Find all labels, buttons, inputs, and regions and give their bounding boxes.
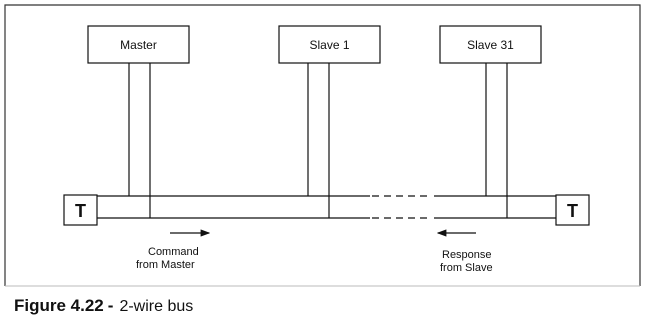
diagram-frame: [4, 4, 641, 286]
command-label-line2: from Master: [136, 259, 195, 271]
terminator-left: T: [63, 194, 98, 226]
terminator-right-label: T: [567, 201, 578, 221]
figure-caption: Figure 4.22-2-wire bus: [14, 296, 193, 316]
response-label-line2: from Slave: [440, 262, 493, 274]
slave31-node: Slave 31: [439, 25, 542, 64]
slave1-node: Slave 1: [278, 25, 381, 64]
command-label-line1: Command: [148, 246, 199, 258]
drop-lines: [128, 63, 508, 218]
terminator-right: T: [555, 194, 590, 226]
slave1-label: Slave 1: [309, 38, 349, 52]
figure-number: Figure 4.22: [14, 296, 104, 315]
figure-separator: -: [107, 296, 114, 315]
master-label: Master: [120, 38, 157, 52]
response-label-line1: Response: [442, 249, 492, 261]
master-node: Master: [87, 25, 190, 64]
figure-title: 2-wire bus: [119, 298, 194, 315]
terminator-left-label: T: [75, 201, 86, 221]
slave31-label: Slave 31: [467, 38, 514, 52]
bus-wires: [97, 195, 556, 219]
